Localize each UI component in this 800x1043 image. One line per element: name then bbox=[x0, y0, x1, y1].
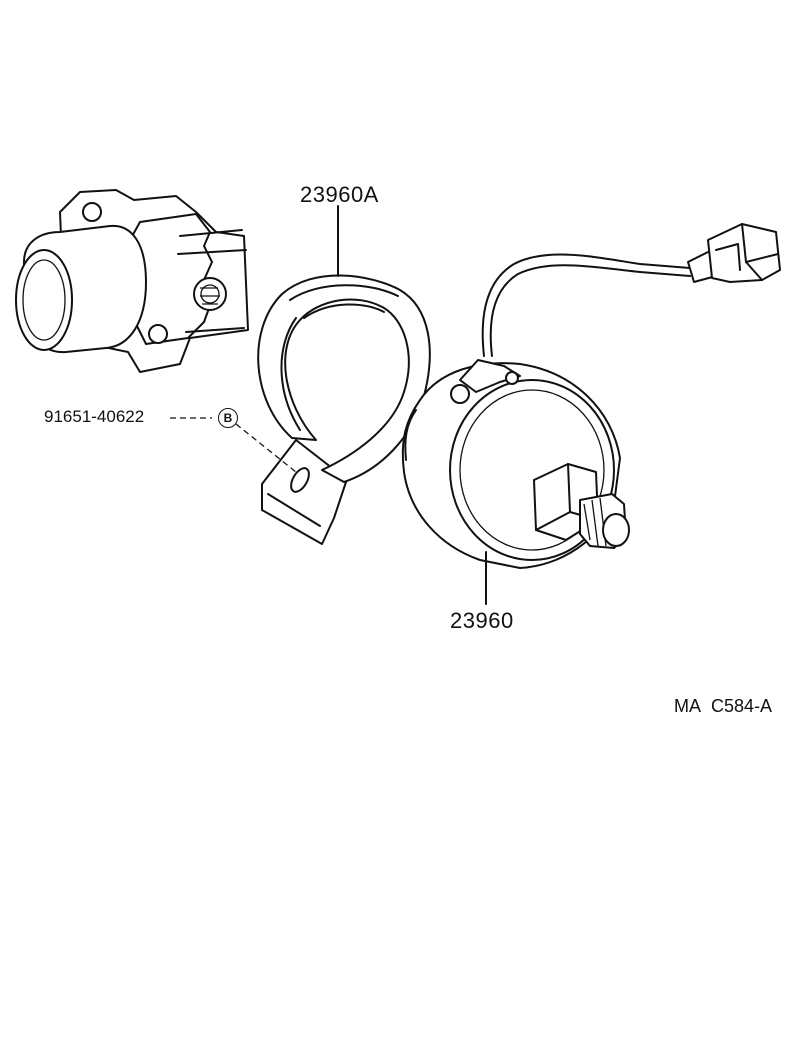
bolt-marker: B bbox=[218, 408, 238, 428]
part-label-sensor: 23960 bbox=[450, 608, 514, 633]
bolt-axis-line bbox=[235, 423, 297, 473]
actuator-assembly bbox=[15, 189, 249, 373]
part-label-bolt: 91651-40622 bbox=[44, 407, 145, 426]
part-label-clamp: 23960A bbox=[300, 182, 379, 207]
clamp-bracket bbox=[257, 274, 431, 545]
figure-code: MA C584-A bbox=[674, 696, 773, 716]
sensor-assembly bbox=[401, 223, 781, 569]
